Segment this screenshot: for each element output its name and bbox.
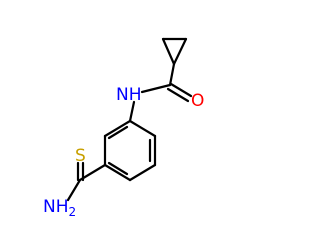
single-bond — [78, 163, 107, 182]
single-bond — [128, 100, 136, 123]
sulfur-label: S — [75, 146, 86, 166]
ring-bond — [128, 119, 157, 138]
carbonyl-double-bond — [169, 82, 193, 98]
ring-bond — [128, 163, 157, 182]
cyclopropane-bond — [172, 37, 188, 66]
nh-label: NH — [116, 85, 142, 105]
structural-formula: NH O S NH2 — [43, 37, 204, 219]
ring-bond — [103, 163, 132, 182]
single-bond — [168, 62, 176, 87]
ring-double-bond — [107, 161, 129, 176]
nh2-label: NH2 — [43, 197, 76, 219]
carbonyl-double-bond — [166, 87, 190, 103]
ring-double-bond — [107, 125, 129, 140]
amide-bond — [140, 83, 172, 94]
ring-bond — [103, 119, 132, 138]
oxygen-label: O — [191, 91, 204, 111]
cyclopropane-bond — [161, 37, 176, 66]
single-bond — [66, 178, 82, 202]
